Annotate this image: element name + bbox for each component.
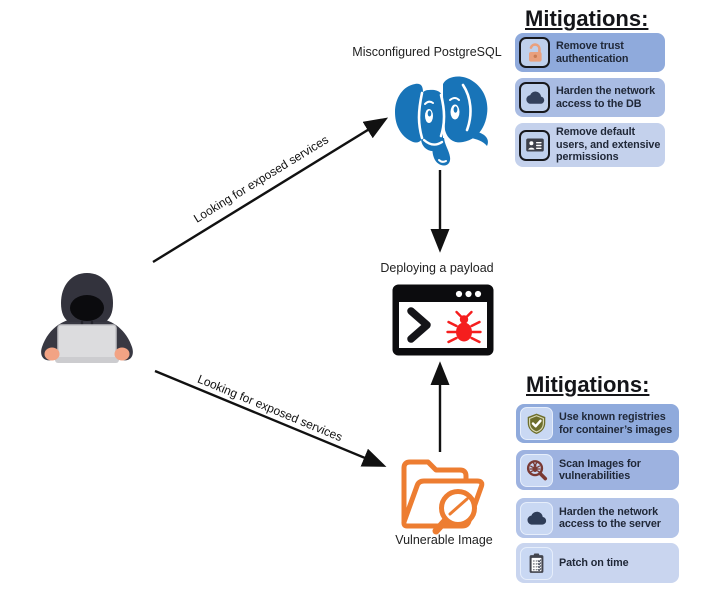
shield-check-icon: [520, 407, 553, 440]
mitigation-item: Remove default users, and extensive perm…: [515, 123, 665, 167]
id-card-icon: [519, 129, 550, 161]
mitigation-text: Scan Images for vulnerabilities: [559, 457, 641, 483]
cloud-icon: [520, 501, 553, 535]
payload-label: Deploying a payload: [380, 261, 494, 275]
arrow-hacker-to-image: [154, 369, 387, 467]
mitigations-panel-postgres: Mitigations: Remove trust authentication…: [515, 6, 665, 167]
prompt-chevron-icon: [407, 307, 431, 343]
vulnerable-image-folder-icon: [401, 459, 485, 535]
hacker-icon: [41, 273, 133, 363]
scan-bug-icon: [520, 453, 553, 487]
mitigation-text: Harden the network access to the DB: [556, 85, 655, 110]
vulnerable-image-label: Vulnerable Image: [395, 533, 493, 547]
mitigation-text: Remove trust authentication: [556, 40, 629, 65]
postgresql-elephant-icon: [395, 76, 488, 166]
mitigation-text: Harden the network access to the server: [559, 505, 661, 531]
clipboard-check-icon: [520, 546, 553, 580]
arrow-hacker-to-postgres: [152, 117, 389, 264]
mitigation-item: Scan Images for vulnerabilities: [516, 450, 679, 490]
mitigation-item: Remove trust authentication: [515, 33, 665, 72]
mitigation-item: Harden the network access to the server: [516, 498, 679, 538]
cloud-icon: [519, 82, 550, 113]
mitigation-item: Harden the network access to the DB: [515, 78, 665, 117]
mitigation-text: Use known registries for container’s ima…: [559, 411, 673, 436]
unlock-icon: [519, 37, 550, 68]
mitigation-item: Use known registries for container’s ima…: [516, 404, 679, 443]
mitigation-text: Patch on time: [559, 556, 629, 569]
bug-icon: [446, 310, 482, 344]
mitigations-panel-image: Mitigations: Use known registries for co…: [516, 372, 679, 583]
mitigations-title: Mitigations:: [525, 6, 649, 31]
mitigation-item: Patch on time: [516, 543, 679, 583]
terminal-payload-icon: [392, 284, 494, 356]
magnifier-handle: [432, 517, 449, 535]
mitigations-title: Mitigations:: [526, 372, 650, 397]
mitigation-text: Remove default users, and extensive perm…: [556, 126, 661, 164]
postgres-label: Misconfigured PostgreSQL: [352, 45, 502, 59]
